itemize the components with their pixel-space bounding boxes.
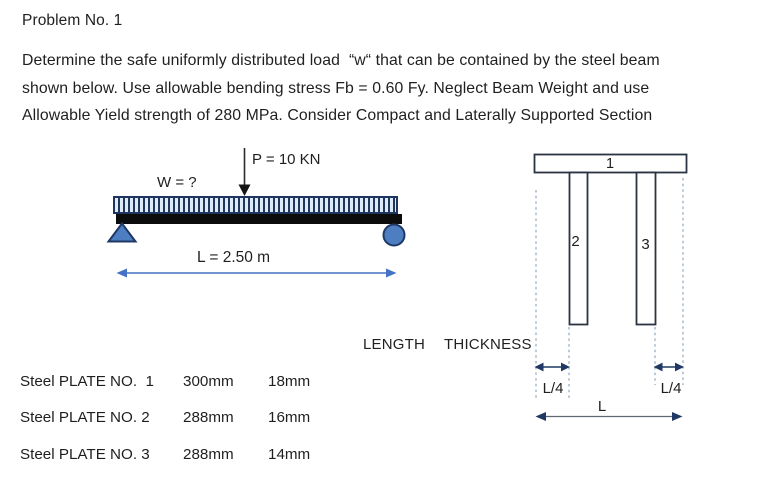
distributed-load-label: W = ? [157, 174, 197, 191]
problem-text-line: shown below. Use allowable bending stres… [22, 79, 650, 97]
beam-span-left-arrowhead-icon [116, 268, 127, 278]
l4-left-label: L/4 [542, 380, 564, 397]
point-load-arrowhead-icon [238, 184, 251, 196]
point-load-label: P = 10 KN [252, 151, 321, 168]
section-span-right-arrowhead-icon [672, 412, 683, 421]
plate2-number-label: 2 [571, 233, 580, 250]
section-span-label: L [597, 398, 607, 415]
table-row: Steel PLATE NO. 2 288mm 16mm [0, 409, 360, 429]
plate-name: Steel PLATE NO. 2 [20, 409, 150, 426]
table-row: Steel PLATE NO. 1 300mm 18mm [0, 373, 360, 393]
beam-bar [116, 214, 402, 224]
plate-thickness: 18mm [268, 373, 311, 390]
plate-thickness: 16mm [268, 409, 311, 426]
plate-length: 300mm [183, 373, 234, 390]
plate3-number-label: 3 [641, 236, 650, 253]
plate-table-header: LENGTH THICKNESS [363, 336, 532, 353]
problem-text-line: Allowable Yield strength of 280 MPa. Con… [22, 107, 653, 125]
pin-support-icon [106, 221, 138, 243]
plate-name: Steel PLATE NO. 1 [20, 373, 154, 390]
l4-left-arrowhead-icon [534, 362, 544, 372]
l4-right-arrowhead-icon [653, 362, 663, 372]
l4-right-label: L/4 [660, 380, 682, 397]
plate-name: Steel PLATE NO. 3 [20, 446, 150, 463]
plate-length: 288mm [183, 409, 234, 426]
thickness-column-header: THICKNESS [444, 336, 532, 353]
plate-length: 288mm [183, 446, 234, 463]
problem-statement: Determine the safe uniformly distributed… [22, 47, 767, 130]
roller-support-icon [382, 223, 406, 247]
plate1-number-label: 1 [605, 156, 615, 172]
l4-left-arrowhead-icon [561, 362, 570, 372]
beam-span-label: L = 2.50 m [197, 249, 271, 266]
beam-span-right-arrowhead-icon [386, 268, 397, 278]
problem-text-line: Determine the safe uniformly distributed… [22, 52, 660, 69]
length-column-header: LENGTH [363, 336, 426, 353]
table-row: Steel PLATE NO. 3 288mm 14mm [0, 446, 360, 466]
plate-thickness: 14mm [268, 446, 311, 463]
page-title: Problem No. 1 [22, 12, 123, 29]
distributed-load-hatch [113, 196, 398, 214]
l4-right-arrowhead-icon [675, 362, 684, 372]
